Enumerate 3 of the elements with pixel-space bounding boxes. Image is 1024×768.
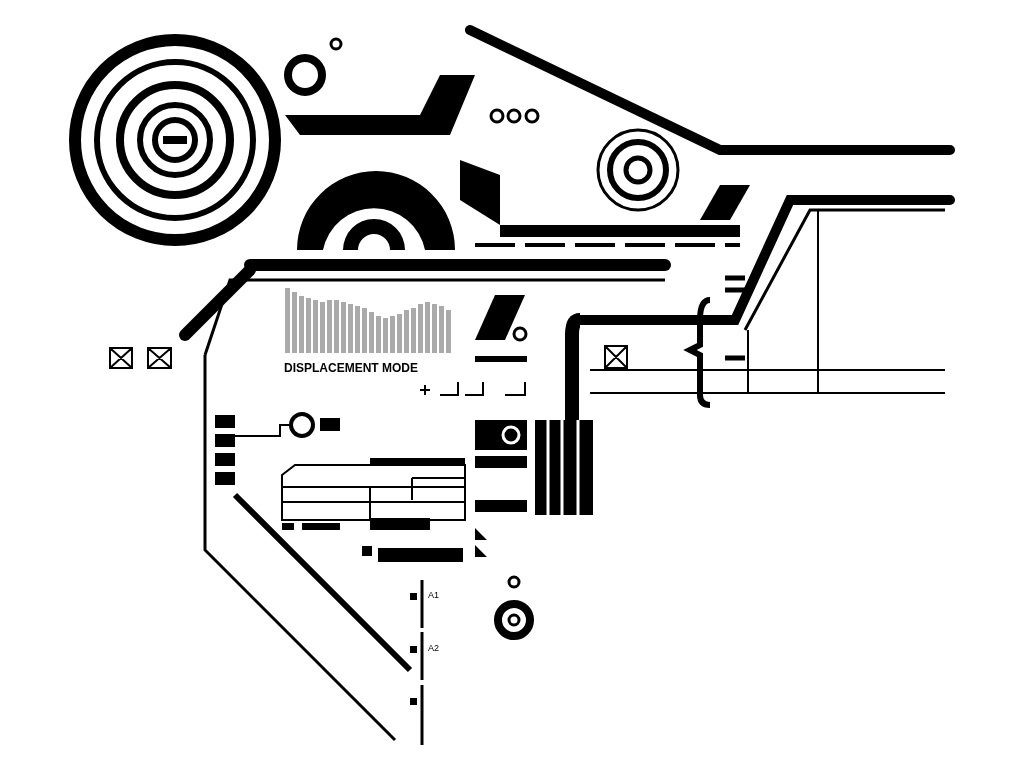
channel-label: A2 <box>428 643 439 653</box>
channel-label: A1 <box>428 590 439 600</box>
mode-heading: DISPLACEMENT MODE <box>284 361 418 375</box>
